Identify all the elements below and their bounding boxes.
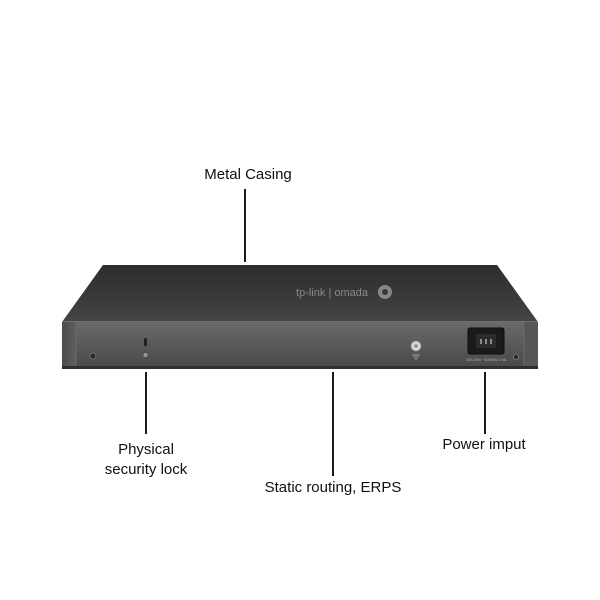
leader-line-static-routing xyxy=(332,372,334,476)
power-rating-text: 100-240V~ 50/60Hz 0.6A xyxy=(466,358,507,362)
chassis-bottom-edge xyxy=(62,366,538,369)
chassis-front-panel xyxy=(62,322,538,366)
security-lock-label: Physical security lock xyxy=(105,440,188,480)
power-input-label: Power imput xyxy=(442,436,526,453)
chassis-top xyxy=(62,265,538,322)
screw-icon xyxy=(513,353,520,360)
chassis-left-bevel xyxy=(62,322,76,366)
lock-symbol-icon xyxy=(143,353,148,357)
security-lock-label-line1: Physical xyxy=(118,441,174,458)
leader-line-metal-casing xyxy=(244,189,246,262)
ground-symbol-icon xyxy=(412,354,420,360)
security-lock-label-line2: security lock xyxy=(104,461,188,478)
metal-casing-label: Metal Casing xyxy=(204,166,292,183)
screw-icon xyxy=(89,352,97,360)
leader-line-power-input xyxy=(484,372,486,434)
static-routing-label: Static routing, ERPS xyxy=(264,479,402,496)
brand-logo: tp-link | omada xyxy=(296,285,392,299)
brand-logo-text: tp-link | omada xyxy=(296,287,369,299)
chassis-right-bevel xyxy=(524,322,538,366)
leader-line-security-lock xyxy=(145,372,147,434)
security-lock-slot-icon xyxy=(144,338,147,346)
